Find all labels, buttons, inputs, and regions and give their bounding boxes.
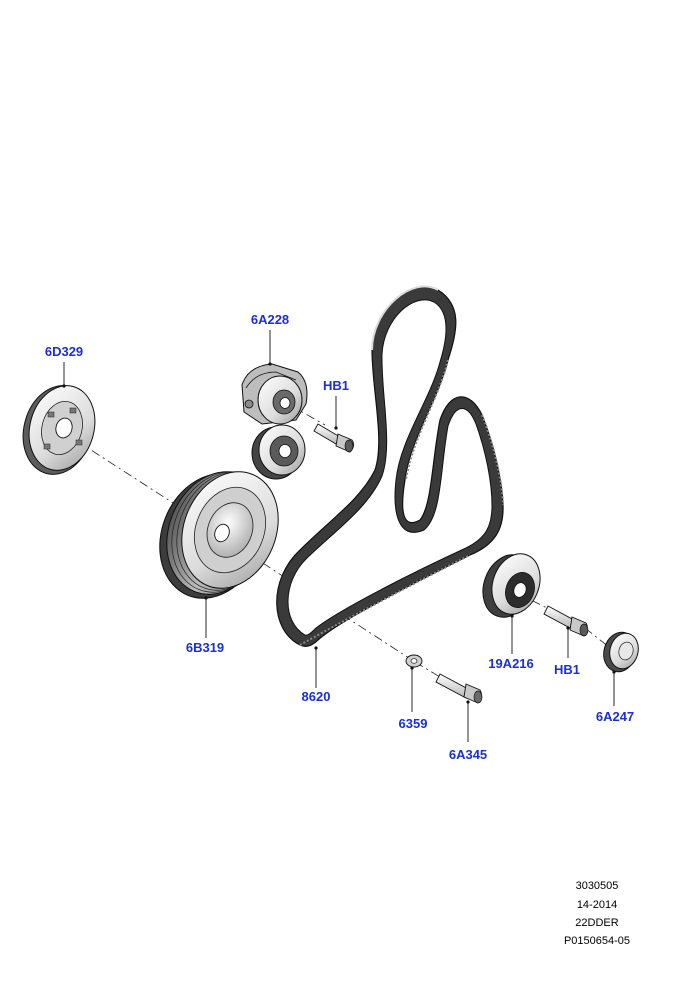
reference-code: 3030505 (576, 880, 619, 892)
callout-6D329[interactable]: 6D329 (45, 344, 83, 359)
callout-6A345[interactable]: 6A345 (449, 747, 487, 762)
idler-pulley-19A216 (482, 553, 541, 618)
callout-6A247[interactable]: 6A247 (596, 709, 634, 724)
reference-part-id: P0150654-05 (564, 935, 630, 947)
callout-HB1-top[interactable]: HB1 (323, 378, 349, 393)
callout-HB1-right[interactable]: HB1 (554, 662, 580, 677)
reference-variant: 22DDER (575, 917, 618, 929)
washer-6359 (405, 654, 423, 668)
belt-tensioner-6A228 (241, 363, 308, 480)
callout-6A228[interactable]: 6A228 (251, 312, 289, 327)
reference-block: 3030505 14-2014 22DDER P0150654-05 (564, 880, 630, 947)
leader-lines (62, 330, 616, 742)
bolt-HB1-top (313, 423, 355, 453)
drive-belt-8620 (276, 285, 504, 647)
callout-6359[interactable]: 6359 (399, 716, 428, 731)
crankshaft-pulley-6B319 (159, 471, 279, 599)
bolt-6A345 (435, 673, 483, 704)
reference-date: 14-2014 (577, 899, 617, 911)
dust-cap-6A247 (603, 631, 639, 673)
callout-labels: 6A228 6D329 HB1 6B319 8620 19A216 HB1 63… (45, 312, 634, 762)
callout-8620[interactable]: 8620 (302, 689, 331, 704)
pulley-flange-6D329 (22, 385, 96, 475)
callout-6B319[interactable]: 6B319 (186, 640, 224, 655)
callout-19A216[interactable]: 19A216 (488, 656, 534, 671)
bolt-HB1-right (543, 605, 589, 637)
